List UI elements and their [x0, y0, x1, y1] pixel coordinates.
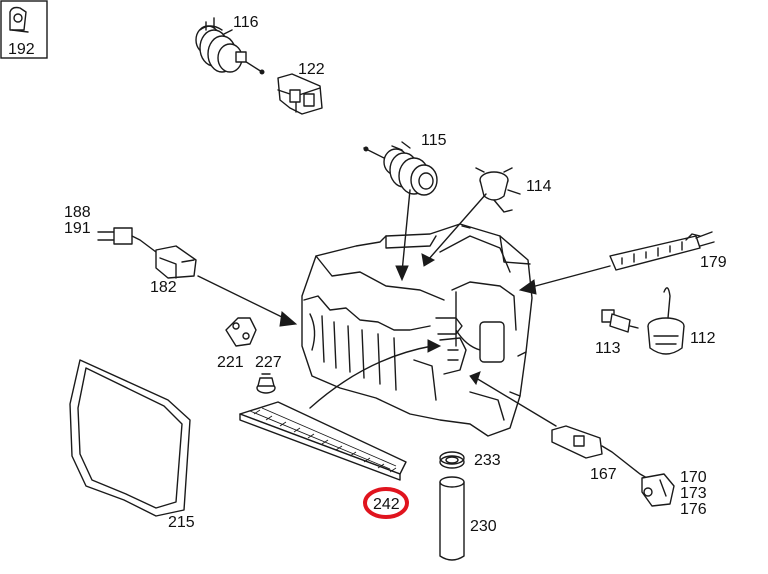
leader-lines — [197, 189, 611, 427]
label-227: 227 — [255, 354, 282, 371]
label-122: 122 — [298, 61, 325, 78]
label-114: 114 — [526, 178, 552, 195]
part-227-plug: 227 — [255, 354, 282, 394]
label-215: 215 — [168, 514, 195, 531]
label-230: 230 — [470, 518, 497, 535]
part-192-box: 192 — [0, 0, 48, 59]
part-242-filter: 242 — [239, 401, 409, 519]
part-112-element: 112 — [647, 287, 716, 355]
part-114-valve: 114 — [475, 167, 552, 213]
label-221: 221 — [217, 354, 244, 371]
label-182: 182 — [150, 279, 177, 296]
label-173: 173 — [680, 485, 707, 502]
label-176: 176 — [680, 501, 707, 518]
part-167-connector: 167 — [551, 425, 655, 483]
label-233: 233 — [474, 452, 501, 469]
part-221-grommet: 221 — [217, 317, 257, 371]
part-233-ring: 233 — [439, 451, 501, 469]
label-116: 116 — [233, 14, 259, 31]
label-188: 188 — [64, 204, 91, 221]
part-115-actuator: 115 — [363, 132, 447, 196]
part-116-actuator: 116 — [195, 14, 265, 75]
label-115: 115 — [421, 132, 447, 149]
part-122-connector: 122 — [277, 61, 325, 115]
part-230-tube: 230 — [439, 476, 497, 561]
label-170: 170 — [680, 469, 707, 486]
part-179-connector-strip: 179 — [609, 231, 727, 271]
part-113-pin: 113 — [595, 309, 639, 357]
highlight-circle-242 — [363, 487, 409, 519]
part-170-173-176-switch: 170 173 176 — [641, 469, 707, 518]
heater-housing — [301, 223, 533, 437]
label-179: 179 — [700, 254, 727, 271]
part-215-seal: 215 — [69, 359, 195, 531]
part-182-connector: 182 — [150, 245, 197, 296]
label-192: 192 — [8, 41, 35, 58]
part-188-191-plug: 188 191 — [64, 204, 157, 253]
label-191: 191 — [64, 220, 91, 237]
label-112: 112 — [690, 330, 716, 347]
label-113: 113 — [595, 340, 621, 357]
label-167: 167 — [590, 466, 617, 483]
label-242: 242 — [373, 496, 400, 513]
